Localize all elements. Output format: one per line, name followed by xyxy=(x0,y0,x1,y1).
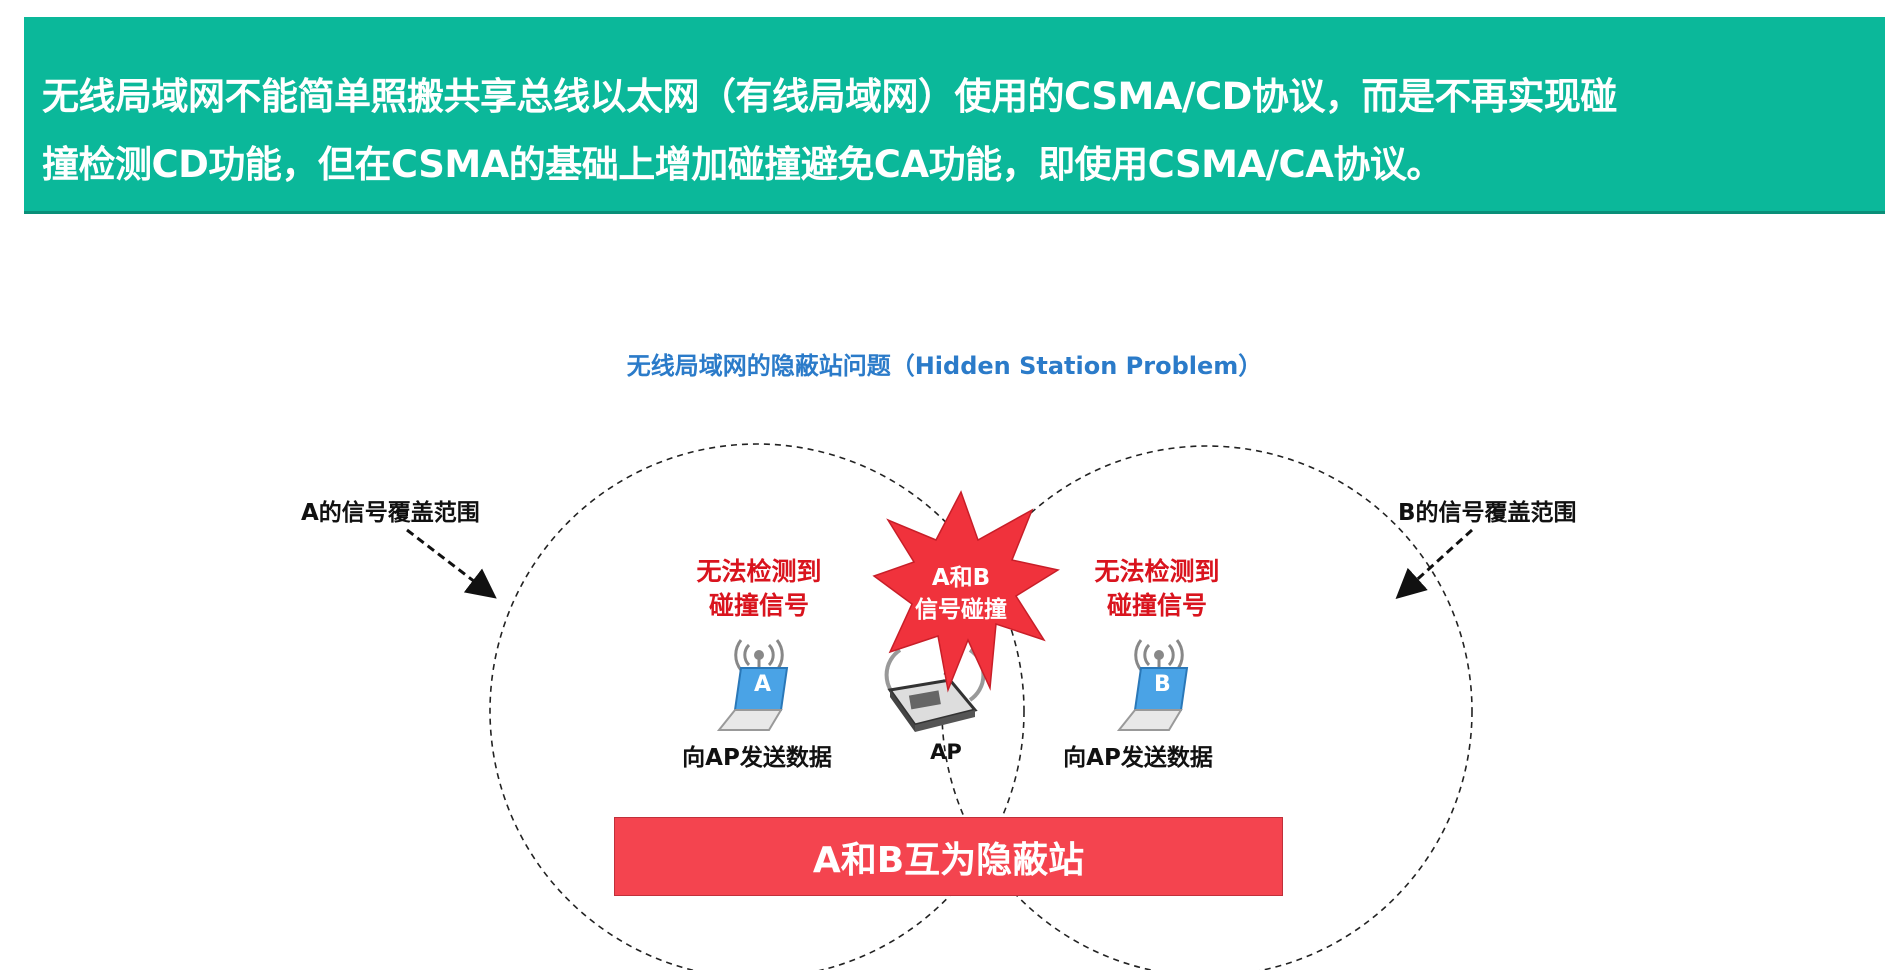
collision-label: A和B 信号碰撞 xyxy=(901,562,1021,626)
collision-starburst-icon xyxy=(872,490,1060,693)
coverage-a-label: A的信号覆盖范围 xyxy=(301,500,480,526)
arrow-a xyxy=(406,528,497,599)
no-detect-b-line2: 碰撞信号 xyxy=(1106,591,1207,620)
arrow-b xyxy=(1395,528,1474,600)
no-detect-b-label: 无法检测到 碰撞信号 xyxy=(1087,555,1227,623)
send-b-label: 向AP发送数据 xyxy=(1063,745,1213,771)
hidden-station-banner: A和B互为隐蔽站 xyxy=(614,817,1283,896)
no-detect-a-line2: 碰撞信号 xyxy=(708,591,809,620)
no-detect-b-line1: 无法检测到 xyxy=(1094,557,1220,586)
banner-line-1: 无线局域网不能简单照搬共享总线以太网（有线局域网）使用的CSMA/CD协议，而是… xyxy=(42,75,1617,118)
diagram-title: 无线局域网的隐蔽站问题（Hidden Station Problem） xyxy=(626,352,1263,380)
ap-label: AP xyxy=(930,740,962,764)
coverage-circle-a xyxy=(489,443,1025,970)
no-detect-a-line1: 无法检测到 xyxy=(696,557,822,586)
laptop-a-icon xyxy=(716,639,789,731)
laptop-b-icon xyxy=(1116,639,1189,731)
send-a-label: 向AP发送数据 xyxy=(682,745,832,771)
coverage-b-label: B的信号覆盖范围 xyxy=(1398,500,1577,526)
summary-banner: 无线局域网不能简单照搬共享总线以太网（有线局域网）使用的CSMA/CD协议，而是… xyxy=(24,17,1885,214)
collision-line1: A和B xyxy=(931,565,991,591)
collision-line2: 信号碰撞 xyxy=(915,597,1007,623)
access-point-icon xyxy=(884,648,986,732)
banner-line-2: 撞检测CD功能，但在CSMA的基础上增加碰撞避免CA功能，即使用CSMA/CA协… xyxy=(42,143,1443,186)
station-b-letter: B xyxy=(1154,672,1171,697)
station-a-letter: A xyxy=(754,672,772,697)
coverage-circle-b xyxy=(941,445,1473,970)
no-detect-a-label: 无法检测到 碰撞信号 xyxy=(689,555,829,623)
hidden-station-text: A和B互为隐蔽站 xyxy=(812,839,1085,881)
